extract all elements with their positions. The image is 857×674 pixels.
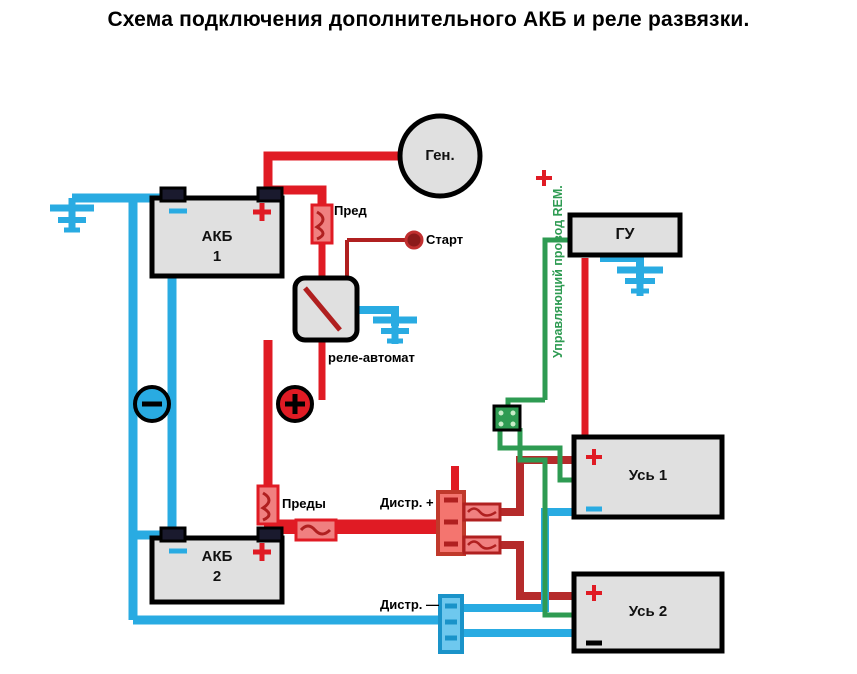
battery-terminal-positive-akb1	[256, 186, 284, 203]
wire-akb1-plus-right	[268, 185, 327, 205]
relay-label: реле-автомат	[328, 350, 415, 365]
akb2-label-line2: 2	[212, 568, 222, 585]
relay-automat[interactable]	[292, 275, 360, 343]
rem-junction-block[interactable]	[492, 404, 522, 432]
badge-minus-circle	[133, 385, 171, 423]
akb1-label-line1: АКБ	[201, 228, 233, 245]
wire-rem-junction-to-amp2	[517, 428, 572, 618]
fuse-pred[interactable]	[310, 203, 334, 245]
amplifier-1[interactable]	[571, 434, 725, 520]
amp1-plus-mark	[586, 449, 602, 465]
generator[interactable]	[397, 113, 483, 199]
wire-rem-junction-to-amp1	[497, 428, 572, 483]
distribution-block-negative[interactable]	[438, 594, 464, 654]
wire-distr-to-amp2	[500, 541, 572, 600]
akb1-plus-mark	[253, 203, 271, 221]
battery-terminal-negative-akb2	[159, 526, 187, 543]
wire-akb1-to-gen	[263, 151, 400, 198]
badge-plus-circle	[276, 385, 314, 423]
amp2-label: Усь 2	[628, 603, 668, 620]
distr-minus-label: Дистр. —	[380, 597, 440, 612]
battery-akb2[interactable]	[149, 526, 285, 605]
rem-wire-label: Управляющий провод REM.	[551, 185, 565, 358]
starter-label: Старт	[426, 232, 464, 247]
distr-plus-label: Дистр. +	[380, 495, 434, 510]
relay-switch-arm	[303, 286, 342, 332]
battery-terminal-positive-akb2	[256, 526, 284, 543]
ground-symbol-left	[50, 198, 94, 233]
akb2-plus-mark	[253, 543, 271, 561]
akb1-label-line2: 1	[212, 248, 222, 265]
fuse-predy-horizontal[interactable]	[294, 518, 338, 542]
battery-terminal-negative-akb1	[159, 186, 187, 203]
ground-symbol-relay	[373, 310, 417, 344]
amp1-label: Усь 1	[628, 467, 668, 484]
fuse-predy-vertical[interactable]	[256, 484, 280, 526]
head-unit-label: ГУ	[615, 226, 635, 243]
amplifier-2[interactable]	[571, 571, 725, 654]
head-unit[interactable]	[567, 212, 683, 258]
ground-symbol-headunit	[617, 258, 663, 296]
rem-wire-network	[497, 237, 572, 618]
fuse-predy-label: Преды	[282, 496, 326, 511]
wire-rem-from-gu	[542, 237, 570, 400]
fuse-pred-label: Пред	[334, 203, 367, 218]
page-title: Схема подключения дополнительного АКБ и …	[107, 8, 750, 31]
distribution-block-positive[interactable]	[436, 490, 502, 556]
starter-terminal[interactable]	[404, 230, 424, 250]
battery-akb1[interactable]	[149, 186, 285, 279]
akb2-label-line1: АКБ	[201, 548, 233, 565]
generator-label: Ген.	[425, 147, 455, 164]
amp2-plus-mark	[586, 585, 602, 601]
rem-plus-mark	[536, 170, 552, 186]
